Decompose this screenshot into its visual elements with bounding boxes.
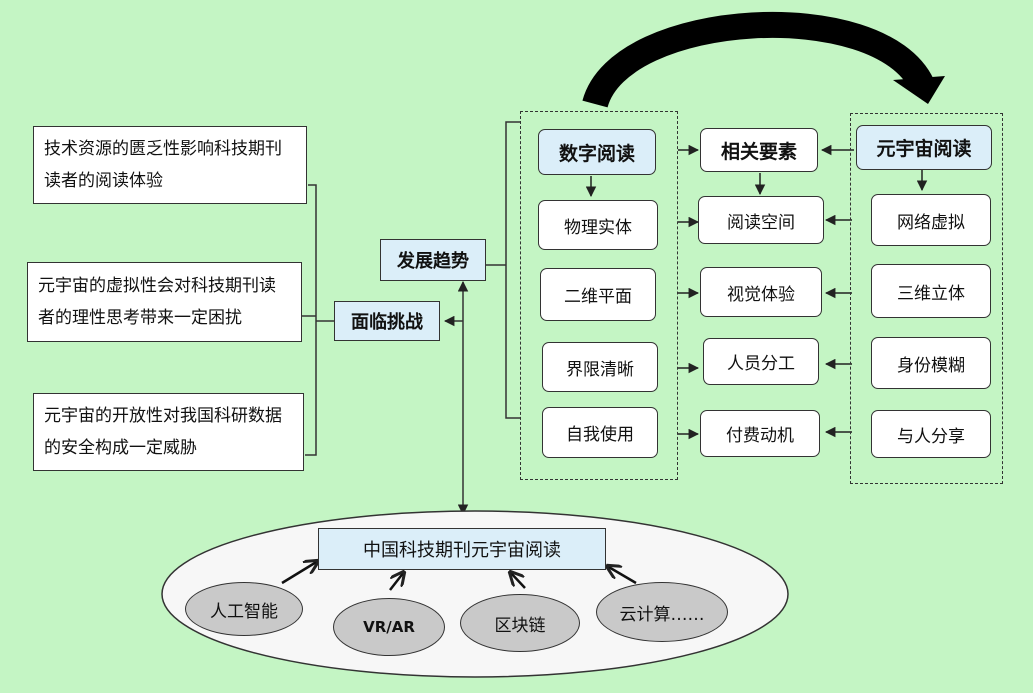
elements-title: 相关要素 (700, 128, 818, 172)
challenge-text: 技术资源的匮乏性影响科技期刊读者的阅读体验 (44, 139, 282, 191)
challenge-box-1: 技术资源的匮乏性影响科技期刊读者的阅读体验 (33, 126, 307, 204)
tech-ai: 人工智能 (185, 582, 303, 636)
elements-title-label: 相关要素 (720, 140, 797, 163)
meta-panel (850, 113, 1003, 484)
challenge-hub-label: 面临挑战 (351, 312, 423, 333)
tech-vrar: VR/AR (333, 598, 445, 656)
meta-title: 元宇宙阅读 (856, 125, 992, 170)
tech-label: VR/AR (363, 618, 415, 636)
meta-item-label: 身份模糊 (897, 355, 965, 376)
meta-item-label: 与人分享 (897, 426, 965, 447)
core-title: 中国科技期刊元宇宙阅读 (318, 528, 606, 570)
digital-item-label: 自我使用 (566, 425, 634, 445)
digital-item-label: 二维平面 (564, 287, 632, 307)
core-title-label: 中国科技期刊元宇宙阅读 (363, 540, 561, 561)
trend-hub: 发展趋势 (380, 239, 486, 281)
elements-item-1: 阅读空间 (698, 196, 824, 244)
challenge-text: 元宇宙的开放性对我国科研数据的安全构成一定威胁 (44, 406, 282, 458)
digital-item-4: 自我使用 (542, 407, 658, 458)
elements-item-3: 人员分工 (703, 338, 819, 385)
digital-item-label: 物理实体 (564, 217, 632, 238)
digital-item-2: 二维平面 (540, 268, 656, 321)
meta-item-label: 三维立体 (897, 283, 965, 304)
trend-hub-label: 发展趋势 (397, 251, 469, 272)
challenge-text: 元宇宙的虚拟性会对科技期刊读者的理性思考带来一定困扰 (38, 276, 276, 328)
tech-blockchain: 区块链 (460, 594, 580, 652)
digital-title-label: 数字阅读 (558, 142, 635, 165)
tech-label: 云计算…… (619, 604, 705, 625)
elements-item-label: 人员分工 (727, 354, 795, 374)
digital-title: 数字阅读 (538, 129, 656, 175)
meta-item-2: 三维立体 (871, 264, 991, 318)
elements-item-4: 付费动机 (700, 410, 820, 457)
big-curved-arrowhead (893, 76, 945, 104)
digital-panel (520, 111, 678, 480)
meta-item-3: 身份模糊 (871, 337, 991, 389)
elements-item-label: 阅读空间 (727, 212, 795, 233)
tech-cloud: 云计算…… (596, 582, 728, 642)
challenge-box-2: 元宇宙的虚拟性会对科技期刊读者的理性思考带来一定困扰 (27, 262, 302, 342)
challenge-box-3: 元宇宙的开放性对我国科研数据的安全构成一定威胁 (33, 393, 304, 471)
meta-item-label: 网络虚拟 (897, 212, 965, 233)
digital-item-3: 界限清晰 (542, 342, 658, 392)
digital-item-1: 物理实体 (538, 200, 658, 250)
meta-title-label: 元宇宙阅读 (876, 138, 972, 160)
meta-item-4: 与人分享 (871, 410, 991, 458)
digital-item-label: 界限清晰 (566, 359, 634, 380)
elements-item-2: 视觉体验 (700, 267, 822, 317)
big-curved-arrow (582, 11, 934, 109)
meta-item-1: 网络虚拟 (871, 194, 991, 246)
elements-item-label: 付费动机 (726, 426, 794, 446)
elements-item-label: 视觉体验 (727, 284, 795, 305)
challenge-hub: 面临挑战 (334, 301, 440, 341)
tech-label: 区块链 (494, 615, 546, 636)
tech-label: 人工智能 (210, 601, 278, 622)
